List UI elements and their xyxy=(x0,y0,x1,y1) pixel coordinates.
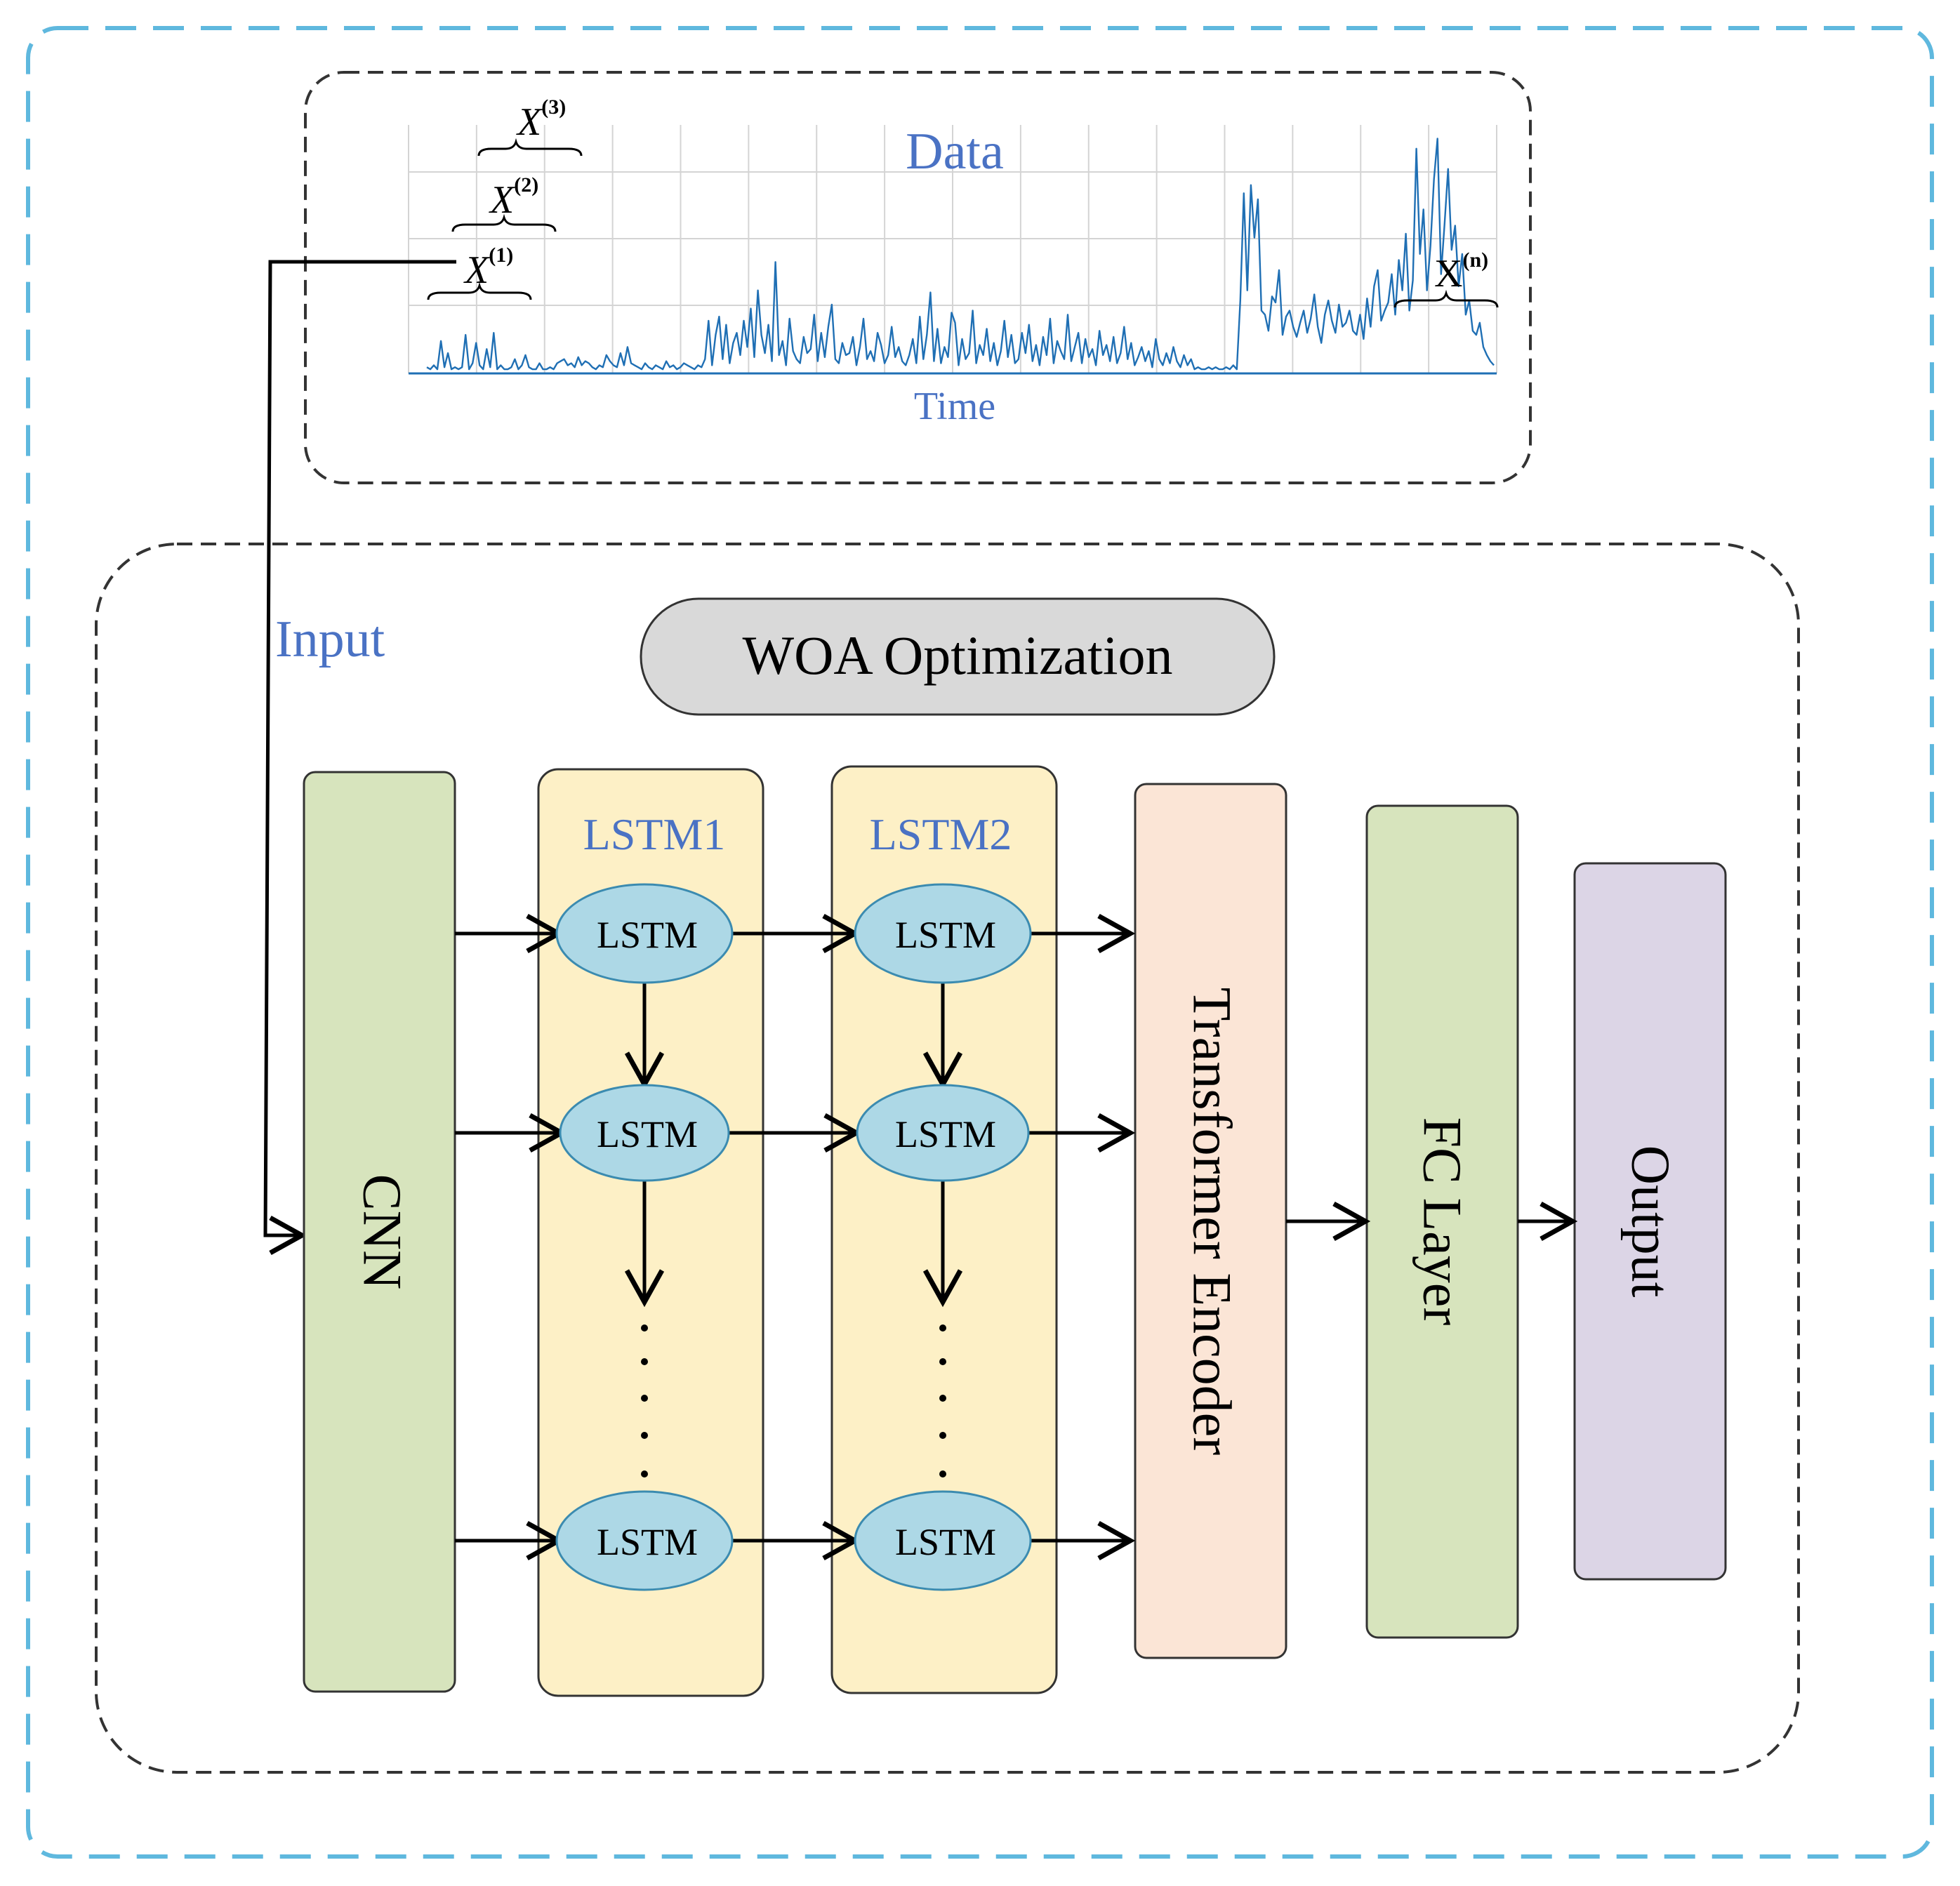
lstm1-column xyxy=(537,768,764,1697)
lstm2-dot xyxy=(939,1358,946,1365)
woa-optimization-label: WOA Optimization xyxy=(742,625,1172,686)
transformer-encoder-label: Transformer Encoder xyxy=(1182,988,1243,1455)
lstm-node-label: LSTM xyxy=(895,914,996,956)
chart-xlabel: Time xyxy=(914,385,995,428)
lstm-node-label: LSTM xyxy=(895,1521,996,1563)
outer-frame xyxy=(26,26,1934,1859)
lstm2-node-row2: LSTM xyxy=(856,1084,1030,1182)
woa-optimization-box xyxy=(640,597,1276,716)
lstm2-dot xyxy=(939,1324,946,1332)
lstm1-dot xyxy=(641,1470,648,1477)
lstm1-dot xyxy=(641,1395,648,1402)
cnn-label: CNN xyxy=(352,1174,413,1290)
lstm1-node-rown: LSTM xyxy=(555,1490,734,1591)
lstm-node-label: LSTM xyxy=(597,1113,698,1155)
window-label-xn: X(n) xyxy=(1434,248,1488,295)
window-braces xyxy=(427,138,1499,308)
lstm2-dot xyxy=(939,1470,946,1477)
chart-title: Data xyxy=(906,123,1004,180)
series-line xyxy=(426,138,1495,371)
lstm2-node-rown: LSTM xyxy=(854,1490,1032,1591)
lstm2-title: LSTM2 xyxy=(870,809,1012,859)
fc-layer-label: FC Layer xyxy=(1412,1117,1474,1326)
model-panel-frame xyxy=(95,543,1800,1774)
lstm1-node-row2: LSTM xyxy=(559,1084,730,1182)
output-label: Output xyxy=(1621,1145,1682,1298)
window-label-x1: X(1) xyxy=(463,244,513,292)
brace-x2 xyxy=(451,213,557,232)
continuation-dots xyxy=(641,1324,946,1477)
cnn-block xyxy=(303,771,456,1693)
time-series-chart xyxy=(408,125,1497,375)
lstm1-dot xyxy=(641,1324,648,1332)
lstm2-dot xyxy=(939,1432,946,1439)
input-label: Input xyxy=(275,611,385,668)
lstm1-dot xyxy=(641,1432,648,1439)
lstm-node-label: LSTM xyxy=(597,914,698,956)
brace-x3 xyxy=(477,138,583,157)
lstm1-node-row1: LSTM xyxy=(555,883,734,984)
brace-xn xyxy=(1393,289,1499,308)
lstm2-node-row1: LSTM xyxy=(854,883,1032,984)
brace-x1 xyxy=(427,281,532,300)
lstm-node-label: LSTM xyxy=(895,1113,996,1155)
lstm1-title: LSTM1 xyxy=(583,809,726,859)
input-connector xyxy=(263,260,456,1256)
window-label-x2: X(2) xyxy=(489,173,538,222)
lstm2-dot xyxy=(939,1395,946,1402)
lstm1-dot xyxy=(641,1358,648,1365)
flow-arrows xyxy=(455,913,1578,1561)
data-panel-frame xyxy=(304,71,1532,484)
lstm-node-label: LSTM xyxy=(597,1521,698,1563)
window-label-x3: X(3) xyxy=(516,95,566,144)
